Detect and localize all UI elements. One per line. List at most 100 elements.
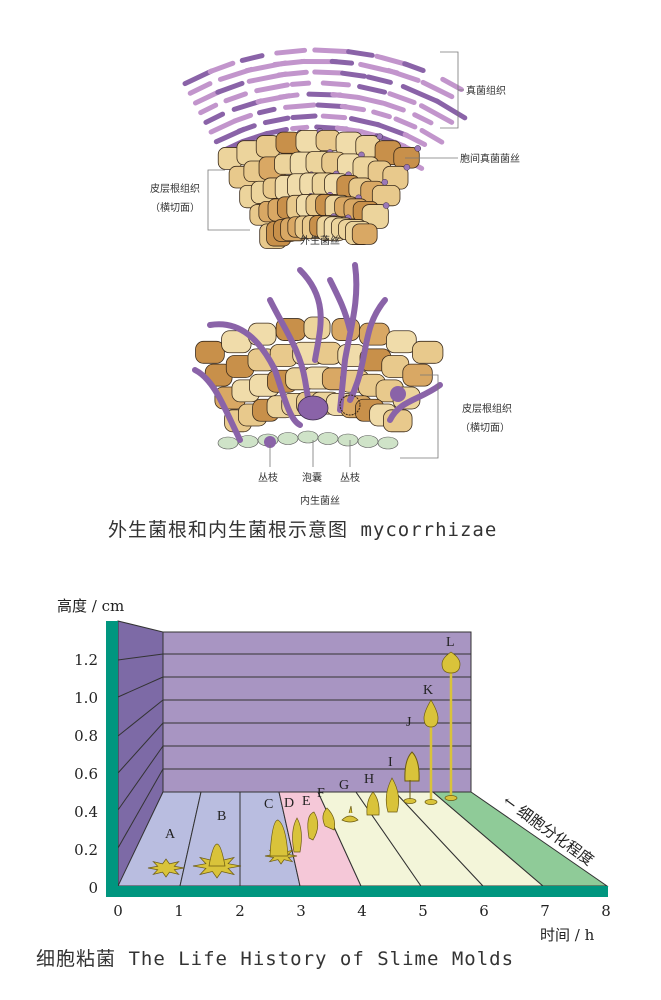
hypha [277, 92, 300, 100]
hypha [418, 103, 455, 125]
stage-letter: F [317, 786, 325, 801]
hypha [263, 126, 289, 137]
slime-mold [444, 795, 458, 801]
stage-letter: K [423, 683, 433, 698]
hypha [215, 80, 245, 95]
vesicle [390, 386, 406, 402]
hypha [374, 121, 410, 138]
hypha [320, 113, 348, 121]
label-endo-cross-section: （横切面） [460, 421, 510, 434]
hypha [381, 101, 406, 113]
hypha [393, 116, 418, 130]
hypha [198, 102, 219, 116]
side-grid-line [117, 768, 164, 849]
hypha [232, 112, 254, 124]
hypha [239, 53, 265, 63]
endodermis-cell [317, 432, 339, 445]
floor-strips [117, 791, 609, 887]
label-fungal-tissue: 真菌组织 [466, 84, 506, 97]
hypha [340, 70, 367, 79]
root-cell [195, 340, 225, 364]
endodermis-cell [297, 430, 319, 444]
hypha [312, 69, 344, 76]
y-tick: 0.8 [74, 727, 98, 745]
side-grid-line [117, 745, 164, 811]
intercellular-hypha [381, 179, 389, 186]
label-cortex: 皮层根组织 [150, 182, 200, 195]
slime-mold [147, 858, 185, 878]
hypha [440, 76, 464, 93]
slime-mold [208, 843, 226, 867]
label-cross-section: （横切面） [150, 201, 200, 214]
stage-letter: C [264, 797, 273, 812]
hypha [329, 58, 355, 66]
endodermis-cell [337, 433, 359, 447]
slime-mold [403, 798, 417, 804]
grid-lines [117, 653, 471, 849]
hypha [240, 130, 270, 144]
y-tick: 0.6 [74, 765, 98, 783]
x-tick: 3 [296, 902, 306, 920]
hypha [400, 84, 441, 104]
hypha [276, 69, 309, 78]
label-arbuscule-2: 丛枝 [340, 471, 360, 484]
hypha [337, 262, 360, 413]
hypha [412, 112, 434, 126]
x-tick: 6 [479, 902, 489, 920]
hypha [187, 81, 213, 96]
stage-letter: G [339, 778, 349, 793]
label-internal-hyphae: 内生菌丝 [300, 494, 340, 507]
vesicle [264, 436, 276, 448]
hypha [267, 297, 313, 413]
mycorrhizae-title: 外生菌根和内生菌根示意图 mycorrhizae [108, 519, 497, 541]
hypha [274, 47, 308, 56]
endodermis-cell [377, 436, 399, 450]
slime-mold [292, 817, 302, 853]
slime-mold [385, 777, 399, 813]
endo-cortex-bracket [400, 374, 439, 459]
y-tick: 0.4 [74, 803, 98, 821]
hypha [357, 84, 388, 95]
hypha [387, 382, 443, 423]
ecto-labels: 真菌组织 胞间真菌菌丝 皮层根组织 （横切面） 外生菌丝 [150, 51, 520, 247]
slime-mold [441, 651, 461, 674]
arbuscule [339, 394, 361, 416]
hypha [339, 103, 367, 113]
stage-letters: A B C D E F G H I J K L [165, 635, 455, 842]
hypha [347, 297, 388, 403]
endomycorrhiza-diagram [192, 262, 444, 450]
cortex-bracket [207, 169, 250, 231]
hypha [346, 49, 375, 58]
hypha [203, 111, 226, 125]
hypha [374, 53, 410, 68]
hypha [402, 132, 428, 147]
y-axis-bar [106, 621, 118, 897]
hypha [262, 115, 291, 126]
stage-letter: B [217, 809, 226, 824]
intercellular-hypha [376, 133, 384, 140]
hypha [402, 61, 426, 73]
slime-mold-caption: 细胞粘菌 The Life History of Slime Molds [36, 948, 514, 970]
label-arbuscule-1: 丛枝 [258, 471, 278, 484]
intercellular-hypha [403, 164, 411, 171]
x-axis-label: 时间 / h [540, 926, 595, 944]
x-axis-bar [106, 886, 608, 897]
hypha [348, 116, 382, 128]
slime-mold [341, 805, 359, 823]
hypha [320, 80, 351, 88]
hypha [419, 127, 445, 145]
stage-letter: J [406, 715, 412, 730]
side-grid-line [117, 653, 164, 661]
x-tick: 0 [113, 902, 123, 920]
hypha [297, 267, 324, 363]
hypha [182, 68, 215, 87]
hypha [387, 91, 417, 105]
hypha [257, 106, 277, 116]
y-tick: 1.2 [74, 651, 98, 669]
slime-mold [424, 799, 438, 805]
slime-mold [404, 751, 420, 800]
y-tick: 0 [88, 879, 98, 897]
x-tick: 5 [418, 902, 428, 920]
hypha [236, 123, 257, 134]
side-grid-line [117, 699, 164, 737]
